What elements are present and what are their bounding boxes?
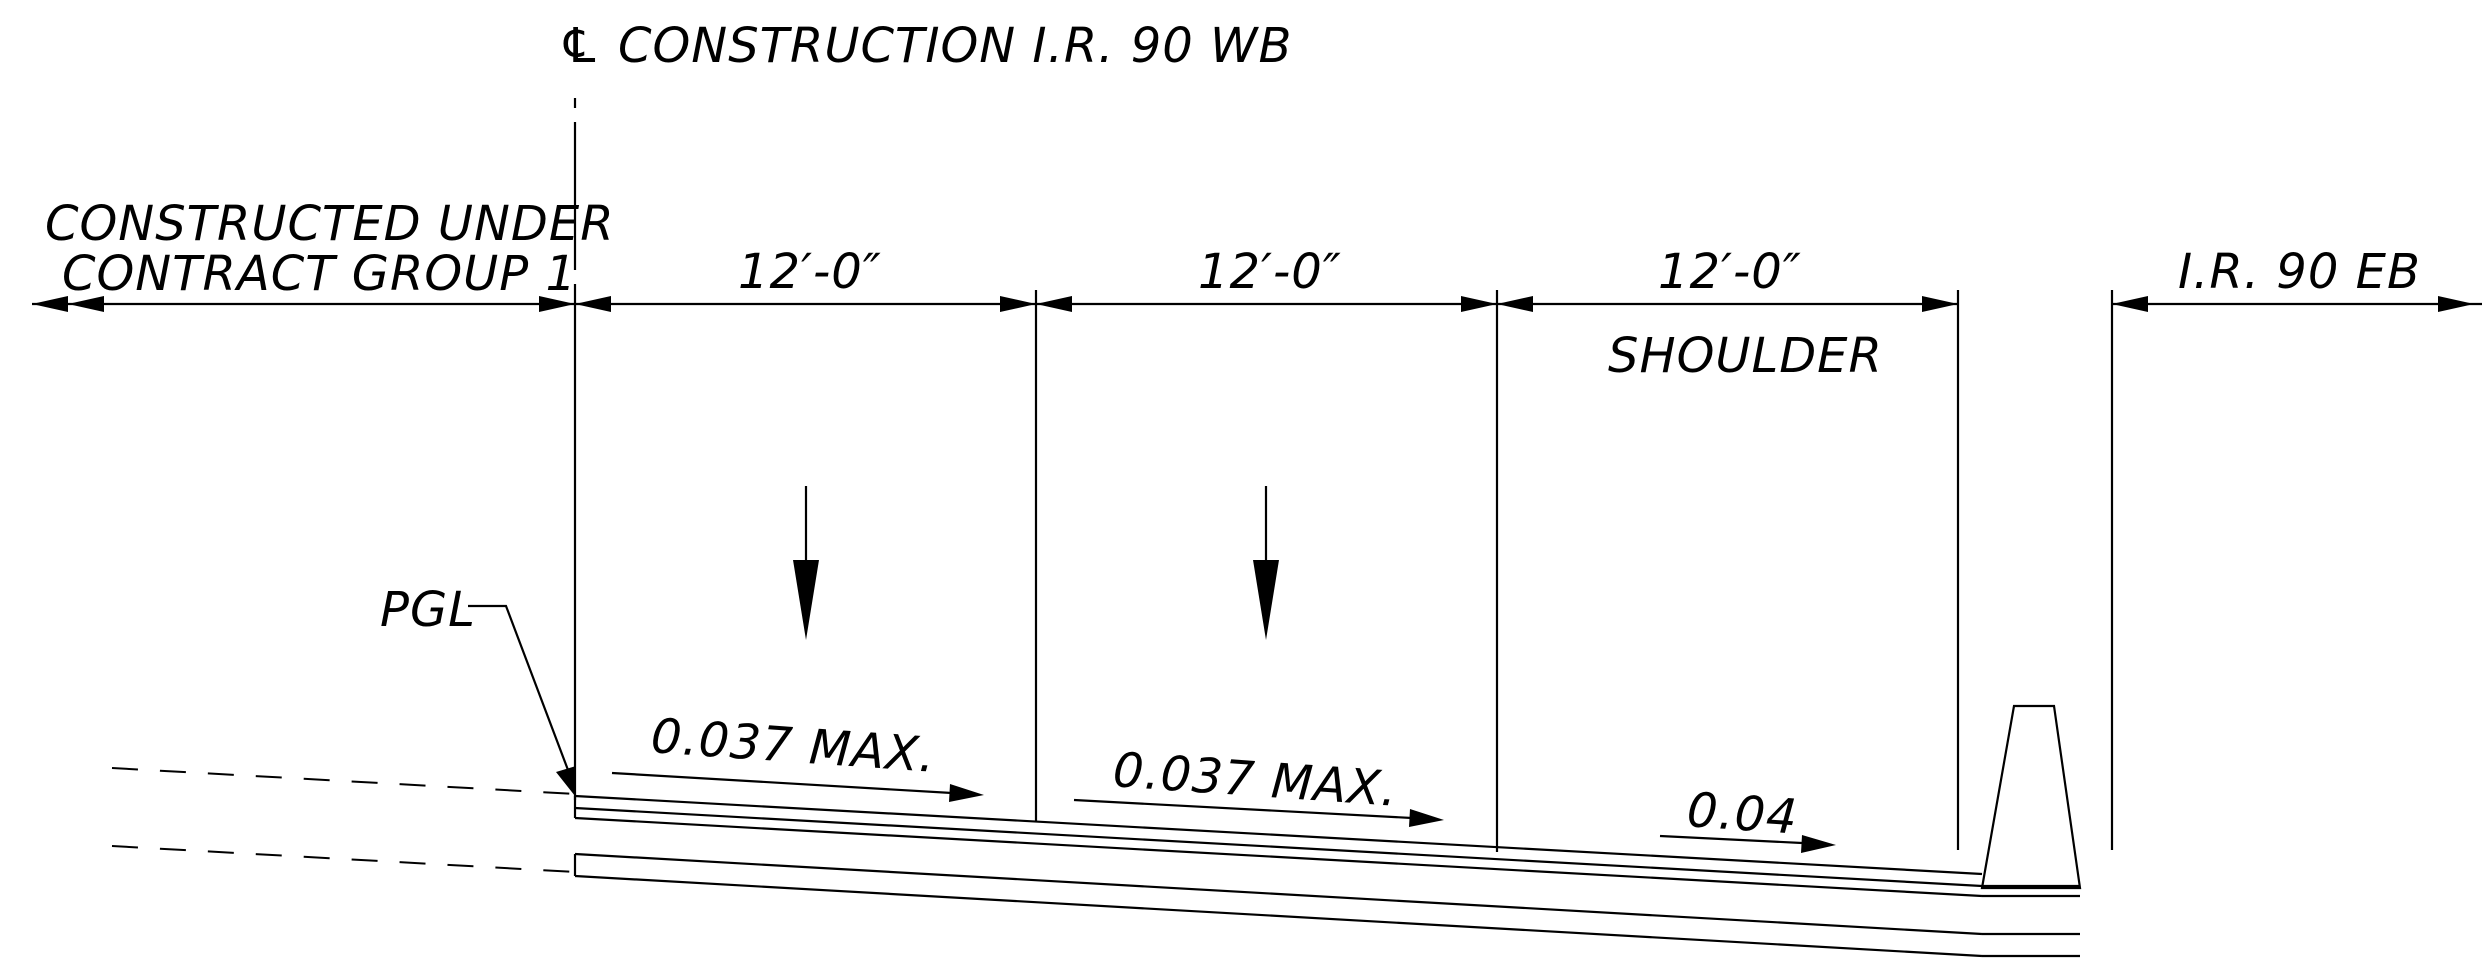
dim3-arrow-left — [1497, 296, 1533, 312]
centerline-title: CONSTRUCTION I.R. 90 WB — [618, 18, 1292, 74]
left-dimension-arrow-right — [539, 296, 575, 312]
lane1-traffic-arrow-head — [793, 560, 819, 640]
pavement-line-3 — [574, 816, 1983, 898]
slope2-arrow-shaft — [1073, 798, 1413, 820]
existing-grade-dashed-lower — [111, 845, 576, 873]
eb-label: I.R. 90 EB — [2178, 244, 2421, 300]
lane2-dimension: 12′-0″ — [1198, 244, 1342, 300]
slope3-label: 0.04 — [1685, 782, 1800, 846]
slope2-label: 0.037 MAX. — [1111, 742, 1399, 818]
pavement-line-2 — [574, 806, 1983, 888]
left-note-line2: CONTRACT GROUP 1 — [62, 246, 577, 302]
pavement-top — [574, 794, 1983, 876]
dim1-arrow-left — [575, 296, 611, 312]
shoulder-dimension: 12′-0″ — [1658, 244, 1802, 300]
slope1-arrow-head — [949, 784, 984, 802]
lane2-traffic-arrow-head — [1253, 560, 1279, 640]
concrete-barrier — [1980, 704, 2082, 890]
dim3-arrow-right — [1922, 296, 1958, 312]
dim1-arrow-right — [1000, 296, 1036, 312]
slope3-arrow-shaft — [1659, 834, 1803, 845]
pgl-label: PGL — [380, 582, 476, 638]
left-dimension-arrow-left — [32, 296, 68, 312]
dim2-arrow-left — [1036, 296, 1072, 312]
base-bottom — [574, 874, 1983, 958]
pgl-leader-arrow — [556, 766, 576, 796]
slope1-arrow-shaft — [611, 771, 953, 795]
slope1-label: 0.037 MAX. — [649, 708, 937, 784]
existing-grade-dashed-upper — [111, 767, 576, 795]
pgl-leader — [468, 604, 570, 771]
left-note-line1: CONSTRUCTED UNDER — [45, 196, 615, 252]
dim2-arrow-right — [1461, 296, 1497, 312]
left-dimension-arrow-left-2 — [68, 296, 104, 312]
slope2-arrow-head — [1409, 809, 1444, 827]
centerline-symbol: ℄ — [558, 18, 602, 74]
slope3-arrow-head — [1801, 835, 1836, 853]
eb-arrow-right — [2438, 296, 2474, 312]
lane1-dimension: 12′-0″ — [738, 244, 882, 300]
shoulder-label: SHOULDER — [1608, 328, 1883, 384]
eb-arrow-left — [2112, 296, 2148, 312]
base-top — [574, 852, 1983, 936]
